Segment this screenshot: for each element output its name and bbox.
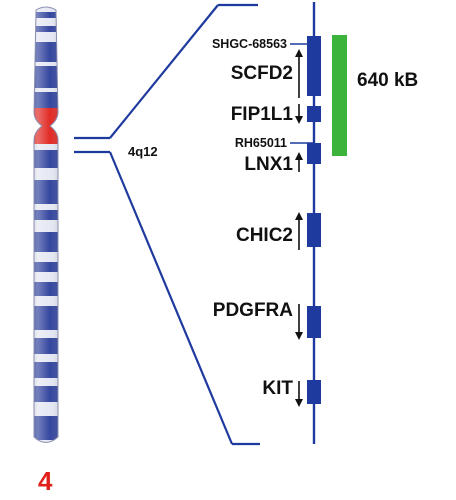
gene-box-fip1l1[interactable] bbox=[307, 106, 321, 122]
gene-label-chic2: CHIC2 bbox=[236, 225, 293, 246]
chromosome-outline bbox=[33, 6, 59, 443]
gene-label-scfd2: SCFD2 bbox=[231, 63, 293, 84]
gene-box-pdgfra[interactable] bbox=[307, 306, 321, 338]
gene-label-pdgfra: PDGFRA bbox=[213, 300, 294, 321]
zoom-line-lower bbox=[108, 151, 234, 445]
gene-label-lnx1: LNX1 bbox=[244, 154, 293, 175]
gene-box-lnx1[interactable] bbox=[307, 143, 321, 164]
marker-top-label: SHGC-68563 bbox=[212, 37, 287, 51]
gene-label-kit: KIT bbox=[262, 378, 293, 399]
arrow-lnx1 bbox=[295, 152, 303, 172]
chromosome-number: 4 bbox=[38, 466, 53, 496]
chromosome-shading bbox=[34, 7, 58, 443]
gene-box-kit[interactable] bbox=[307, 380, 321, 404]
region-bar bbox=[332, 35, 347, 156]
arrow-kit bbox=[295, 381, 303, 407]
chromosome-ideogram bbox=[33, 6, 59, 443]
strand-arrows bbox=[295, 49, 303, 407]
gene-label-fip1l1: FIP1L1 bbox=[231, 104, 294, 125]
arrow-chic2 bbox=[295, 212, 303, 250]
gene-box-scfd2[interactable] bbox=[307, 36, 321, 96]
marker-bottom-label: RH65011 bbox=[235, 136, 287, 150]
gene-box-chic2[interactable] bbox=[307, 213, 321, 247]
arrow-scfd2 bbox=[295, 49, 303, 98]
gene-boxes bbox=[307, 36, 321, 404]
zoom-line-upper bbox=[109, 4, 219, 139]
region-size-label: 640 kB bbox=[357, 70, 418, 91]
zoom-lines bbox=[74, 3, 260, 446]
band-label: 4q12 bbox=[128, 144, 158, 159]
arrow-fip1l1 bbox=[295, 104, 303, 124]
arrow-pdgfra bbox=[295, 304, 303, 340]
